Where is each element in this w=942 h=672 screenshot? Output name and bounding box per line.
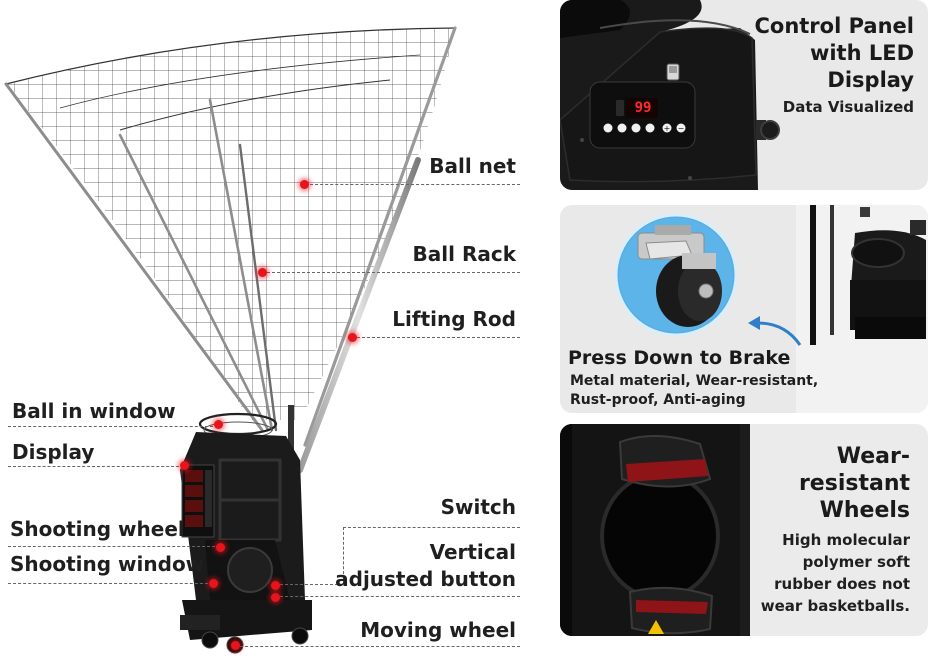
net-rods	[4, 26, 457, 473]
wheels-title-line2: resistant	[798, 471, 910, 496]
wheels-title-line3: Wheels	[819, 498, 910, 523]
control-panel-card: + − 99 Control Panel with LED Display Da…	[560, 0, 928, 190]
wheels-desc-line2: polymer soft	[802, 553, 910, 571]
ball-rack-label: Ball Rack	[412, 242, 516, 266]
display-marker	[179, 460, 189, 470]
vertical-button-label-line2: adjusted button	[335, 567, 516, 591]
control-panel-title-line1: Control Panel	[754, 14, 914, 38]
switch-leader-foot	[275, 584, 343, 585]
control-panel-photo: + −	[560, 0, 780, 190]
shooting-wheel-leader	[8, 546, 220, 547]
shooting-window-leader	[8, 583, 213, 584]
moving-wheel-leader	[235, 646, 520, 647]
svg-text:+: +	[664, 124, 671, 133]
ball-net-marker	[299, 179, 309, 189]
ball-in-window-marker	[213, 419, 223, 429]
vertical-button-marker	[270, 592, 280, 602]
brake-desc-line1: Metal material, Wear-resistant,	[570, 373, 819, 389]
shooting-wheel-label: Shooting wheel	[10, 517, 185, 541]
wheels-desc-line4: wear basketballs.	[760, 597, 910, 615]
led-display-value: 99	[634, 100, 652, 116]
svg-text:−: −	[678, 124, 685, 133]
wheels-desc-line3: rubber does not	[774, 575, 910, 593]
brake-title: Press Down to Brake	[568, 347, 791, 369]
display-label: Display	[12, 440, 95, 464]
ball-rack-marker	[257, 267, 267, 277]
ball-in-window-label: Ball in window	[12, 399, 176, 423]
ball-net-label: Ball net	[429, 154, 516, 178]
shooting-window-label: Shooting window	[10, 552, 205, 576]
ball-machine-illustration	[4, 26, 457, 654]
brake-card: Press Down to Brake Metal material, Wear…	[560, 205, 928, 413]
lifting-rod-label: Lifting Rod	[392, 307, 516, 331]
shooting-window-marker	[208, 578, 218, 588]
wheels-card: Wear- resistant Wheels High molecular po…	[560, 424, 928, 636]
ball-net	[5, 27, 456, 420]
vertical-button-leader	[275, 596, 520, 597]
ball-in-window-leader	[8, 426, 218, 427]
control-panel-title-line2: with LED	[809, 41, 914, 65]
display-leader	[8, 466, 184, 467]
brake-wheel-photo	[614, 205, 928, 413]
brake-desc-line2: Rust-proof, Anti-aging	[570, 392, 746, 408]
machine-body	[180, 432, 312, 654]
shooting-wheel-marker	[215, 542, 225, 552]
switch-label: Switch	[440, 495, 516, 519]
lifting-rod-leader	[352, 337, 520, 338]
switch-leader-vertical	[343, 527, 344, 584]
ball-rack-leader	[262, 272, 520, 273]
lifting-rod-marker	[347, 332, 357, 342]
vertical-button-label-line1: Vertical	[429, 540, 516, 564]
wheels-title-line1: Wear-	[836, 444, 910, 469]
control-panel-title-line3: Display	[827, 68, 914, 92]
machine-diagram: Ball net Ball Rack Lifting Rod Ball in w…	[4, 26, 520, 654]
shooting-wheels-photo	[560, 424, 750, 636]
wheels-desc-line1: High molecular	[782, 531, 910, 549]
control-panel-subtitle: Data Visualized	[782, 98, 914, 116]
ball-net-leader	[305, 184, 520, 185]
switch-marker	[270, 580, 280, 590]
moving-wheel-label: Moving wheel	[360, 618, 516, 642]
switch-leader	[343, 527, 520, 528]
moving-wheel-marker	[230, 640, 240, 650]
